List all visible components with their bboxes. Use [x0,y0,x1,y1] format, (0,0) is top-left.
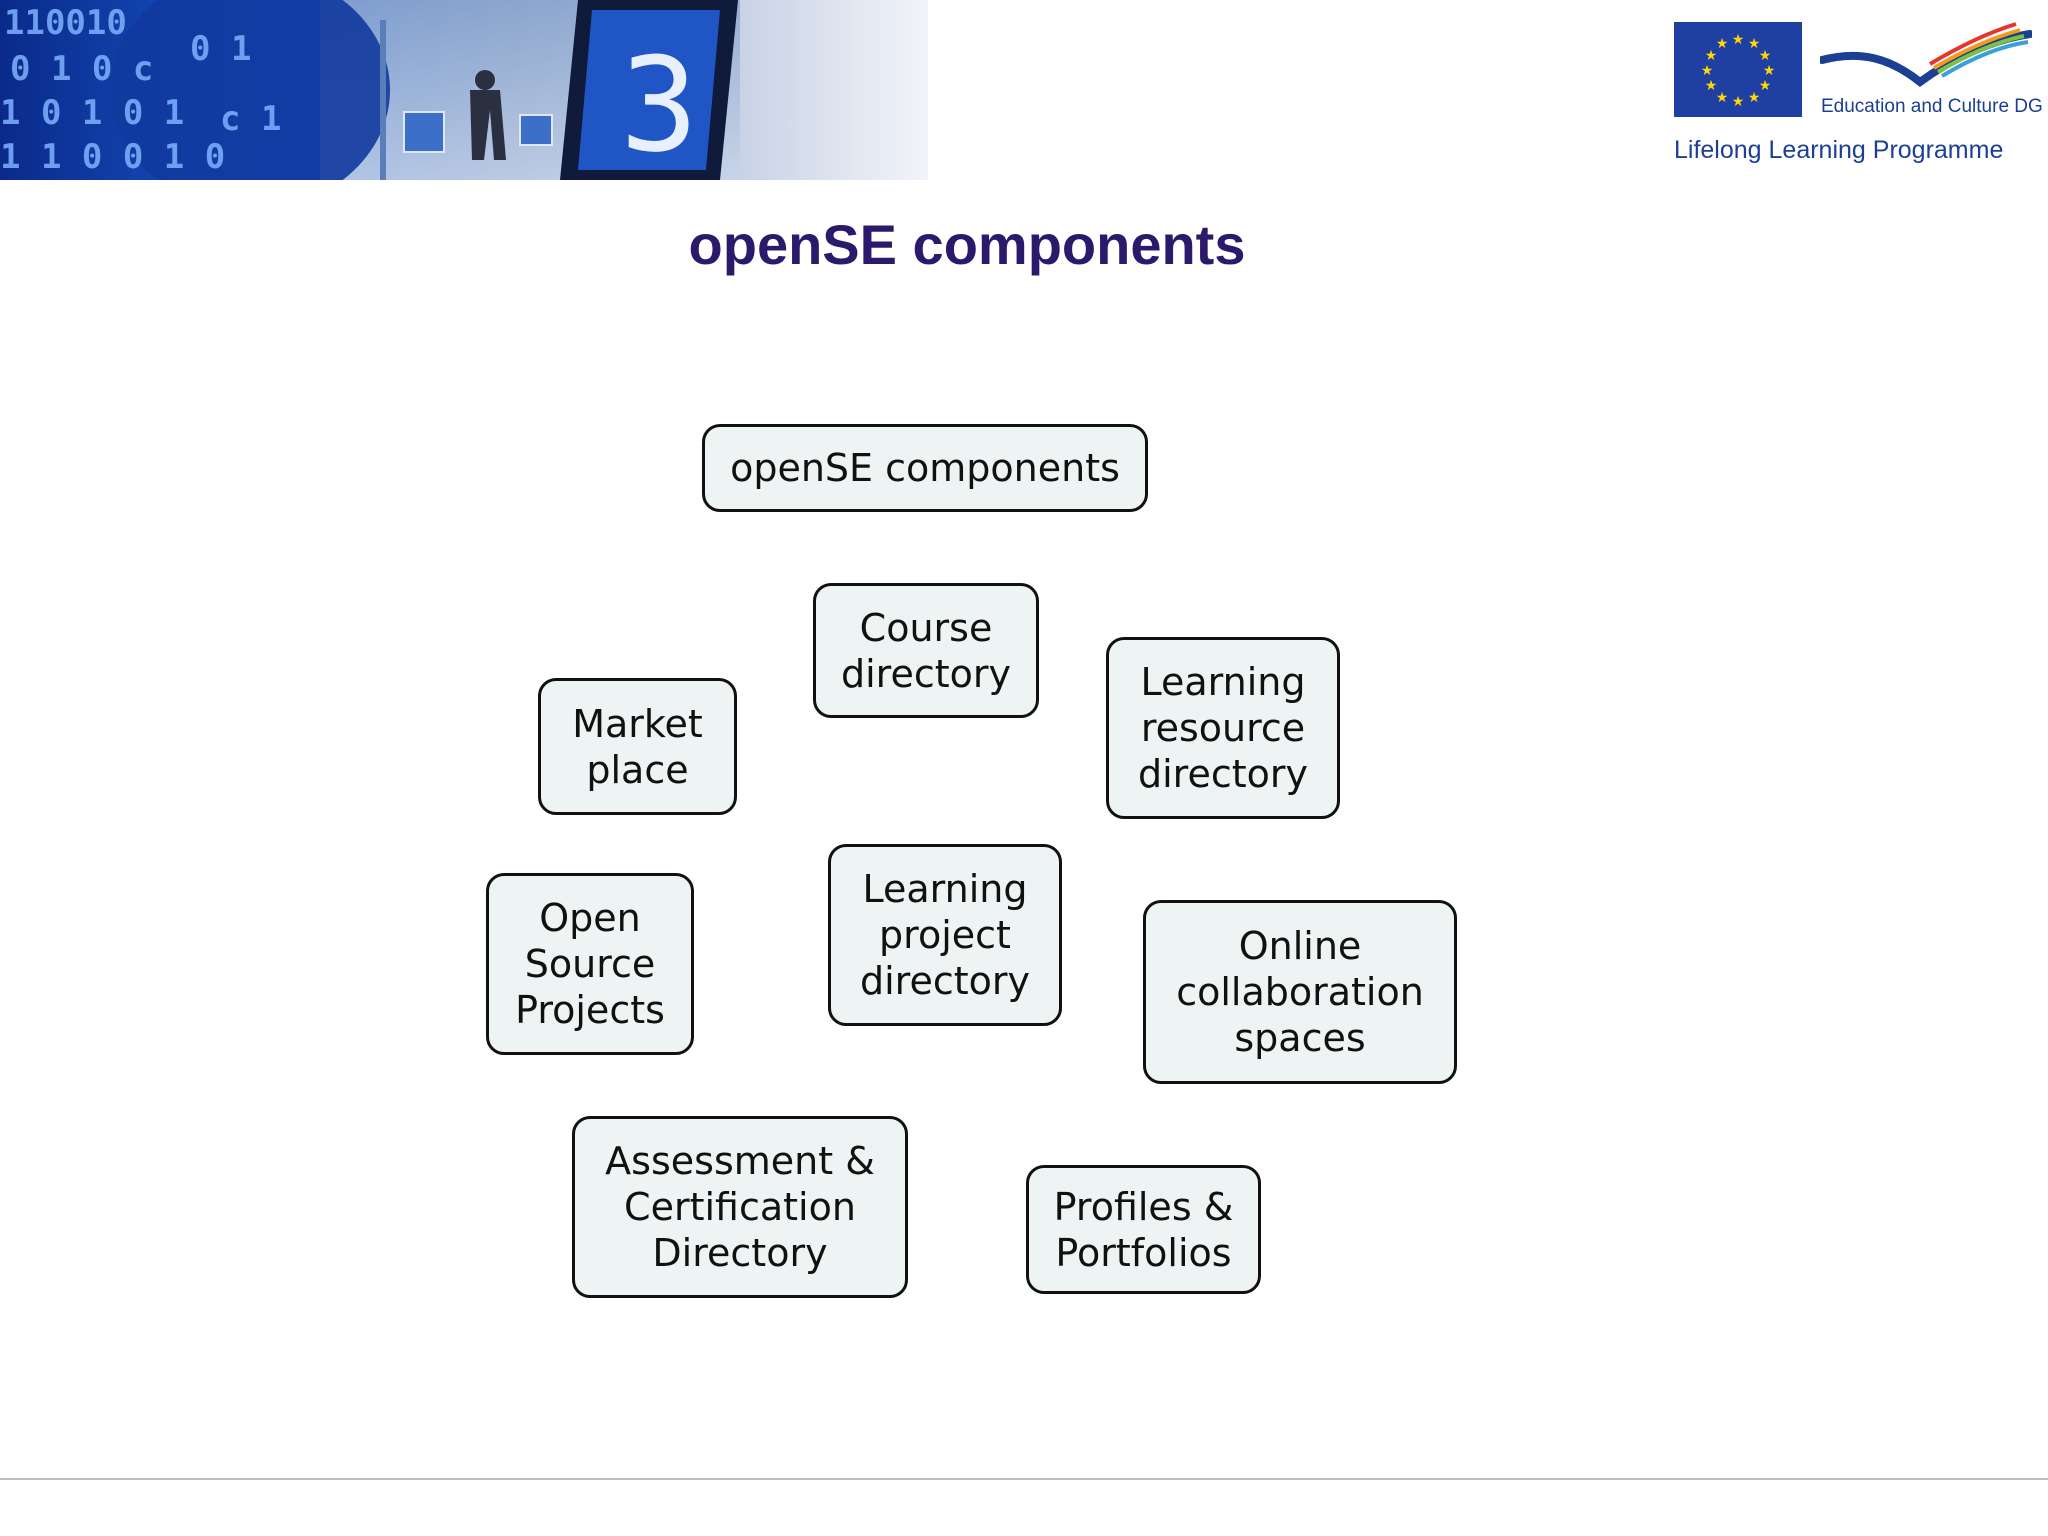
header-banner-image: 110010 0 1 0 c 1 0 1 0 1 1 1 0 0 1 0 0 1… [0,0,928,180]
eu-flag-icon: ★ ★ ★ ★ ★ ★ ★ ★ ★ ★ ★ ★ [1674,22,1802,117]
svg-text:1 0 1 0 1: 1 0 1 0 1 [0,93,184,133]
eu-programme-logo: ★ ★ ★ ★ ★ ★ ★ ★ ★ ★ ★ ★ Education and Cu… [1674,20,2043,170]
svg-text:★: ★ [1716,90,1729,106]
svg-text:c 1: c 1 [220,99,281,139]
programme-label: Lifelong Learning Programme [1674,136,2004,164]
footer-divider [0,1478,2048,1480]
svg-text:★: ★ [1701,63,1714,79]
node-open-source-projects: Open Source Projects [486,873,694,1055]
svg-text:0 1: 0 1 [190,29,251,69]
node-profiles-portfolios: Profiles & Portfolios [1026,1165,1261,1294]
node-learning-resource-directory: Learning resource directory [1106,637,1340,819]
svg-text:★: ★ [1732,32,1745,48]
svg-text:★: ★ [1759,78,1772,94]
svg-text:★: ★ [1748,36,1761,52]
slide-title: openSE components [688,213,1246,276]
svg-text:★: ★ [1763,63,1776,79]
node-market-place: Market place [538,678,737,815]
svg-text:3: 3 [620,29,698,180]
svg-text:★: ★ [1716,36,1729,52]
education-culture-swoosh-icon [1820,22,2032,88]
svg-text:★: ★ [1748,90,1761,106]
svg-text:1 1 0 0 1 0: 1 1 0 0 1 0 [0,137,225,177]
node-course-directory: Course directory [813,583,1039,718]
node-assessment-certification-directory: Assessment & Certification Directory [572,1116,908,1298]
svg-text:110010: 110010 [4,3,127,43]
svg-text:★: ★ [1759,48,1772,64]
svg-text:0 1 0 c: 0 1 0 c [10,49,153,89]
digital-binary-face-icon: 110010 0 1 0 c 1 0 1 0 1 1 1 0 0 1 0 0 1… [0,0,928,180]
svg-text:★: ★ [1705,48,1718,64]
dg-label: Education and Culture DG [1821,96,2043,117]
node-learning-project-directory: Learning project directory [828,844,1062,1026]
node-opense-components: openSE components [702,424,1148,512]
svg-text:★: ★ [1732,94,1745,110]
node-online-collaboration-spaces: Online collaboration spaces [1143,900,1457,1084]
svg-text:★: ★ [1705,78,1718,94]
